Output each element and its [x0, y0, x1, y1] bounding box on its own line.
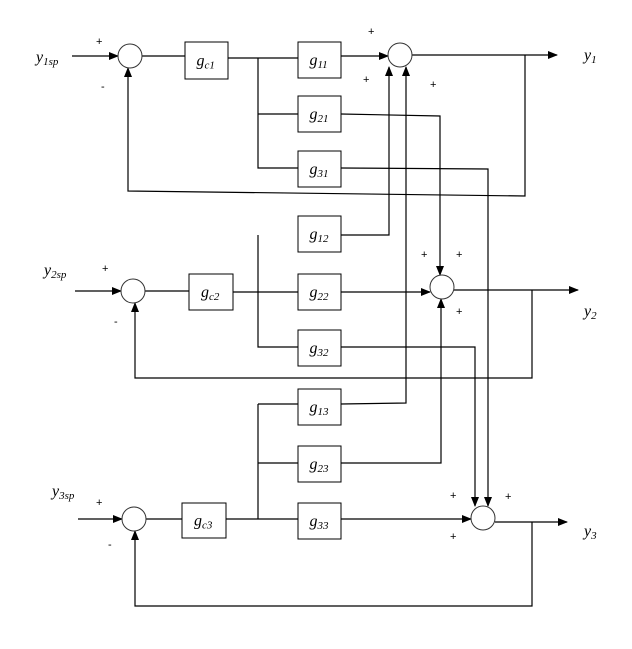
g21-to-sum2: [340, 113, 444, 276]
summing-junction-l1: [117, 43, 143, 69]
sign-plus: +: [96, 497, 102, 509]
feedback-y3: [131, 522, 533, 607]
summing-junction-y2: [429, 274, 455, 300]
block-g11: [297, 41, 342, 79]
block-label-gc3: gc3: [194, 513, 213, 532]
block-g32: [297, 329, 342, 367]
feedback-y2: [131, 290, 533, 379]
block-g21: [297, 95, 342, 133]
block-g23: [297, 445, 342, 483]
block-label-g13: g13: [310, 399, 330, 418]
label-y3sp: y3sp: [50, 483, 75, 502]
sign-plus: +: [368, 26, 374, 38]
block-gc1: [184, 41, 229, 80]
block-g13: [297, 388, 342, 426]
g13-to-sum1: [340, 66, 410, 405]
summing-junction-l3: [121, 506, 147, 532]
block-g22: [297, 273, 342, 311]
block-label-g22: g22: [310, 284, 330, 303]
block-label-gc1: gc1: [197, 53, 215, 72]
label-y3: y3: [582, 523, 597, 542]
sign-plus: +: [421, 249, 427, 261]
block-g33: [297, 502, 342, 540]
block-g12: [297, 215, 342, 253]
summing-junction-y1: [387, 42, 413, 68]
sign-plus: +: [450, 531, 456, 543]
sign-plus: +: [450, 490, 456, 502]
summing-junction-y3: [470, 505, 496, 531]
sign-plus: +: [102, 263, 108, 275]
sign-plus: +: [505, 491, 511, 503]
wire: [257, 235, 298, 348]
block-label-g33: g33: [310, 513, 330, 532]
label-y2: y2: [582, 303, 597, 322]
block-label-g11: g11: [310, 52, 328, 71]
sign-plus: +: [430, 79, 436, 91]
g12-to-sum1: [341, 66, 393, 236]
sign-minus: -: [101, 81, 105, 93]
g23-to-sum2: [341, 298, 445, 464]
block-gc3: [181, 502, 227, 539]
block-label-g31: g31: [310, 161, 329, 180]
block-label-gc2: gc2: [201, 284, 220, 303]
sign-plus: +: [96, 36, 102, 48]
g32-to-sum3: [341, 346, 479, 507]
wire: [257, 58, 298, 169]
label-y2sp: y2sp: [42, 262, 67, 281]
g31-to-sum3: [340, 167, 492, 507]
block-label-g12: g12: [310, 226, 330, 245]
block-g31: [297, 150, 342, 188]
sign-minus: -: [114, 316, 118, 328]
block-label-g21: g21: [310, 106, 329, 125]
label-y1: y1: [582, 47, 597, 66]
block-gc2: [188, 273, 234, 311]
sign-plus: +: [456, 249, 462, 261]
sign-minus: -: [108, 539, 112, 551]
summing-junction-l2: [120, 278, 146, 304]
label-y1sp: y1sp: [34, 49, 59, 68]
block-label-g23: g23: [310, 456, 330, 475]
feedback-y1: [124, 55, 526, 197]
sign-plus: +: [456, 306, 462, 318]
block-label-g32: g32: [310, 340, 330, 359]
sign-plus: +: [363, 74, 369, 86]
